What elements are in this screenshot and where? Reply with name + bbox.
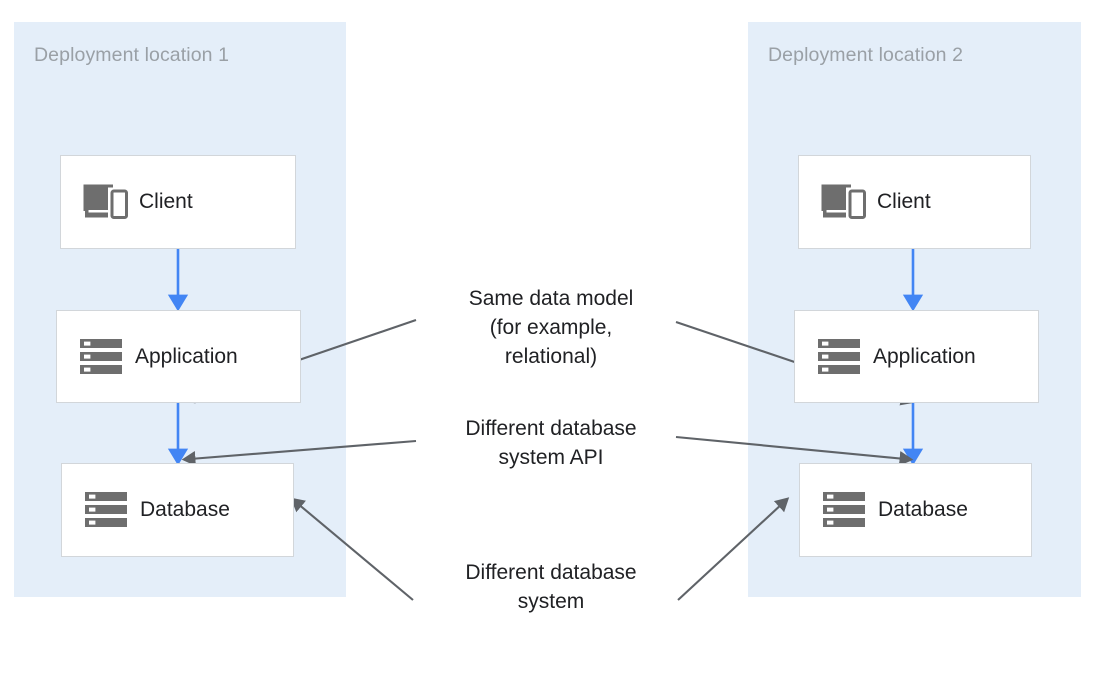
node-client-2-label: Client <box>877 190 931 213</box>
zone-1-title: Deployment location 1 <box>34 44 230 66</box>
leader-db-api-to-db2 <box>675 435 914 467</box>
node-application-1-label: Application <box>135 344 238 368</box>
devices-icon <box>77 183 133 221</box>
node-database-2[interactable]: Database <box>799 463 1032 557</box>
devices-icon <box>815 183 871 221</box>
node-client-1-label: Client <box>139 190 193 213</box>
server-stack-icon <box>816 491 872 529</box>
node-client-2[interactable]: Client <box>798 155 1031 249</box>
node-application-1[interactable]: Application <box>56 310 301 403</box>
server-stack-icon <box>78 491 134 529</box>
node-application-2[interactable]: Application <box>794 310 1039 403</box>
leader-db-system-to-db1 <box>290 497 414 601</box>
node-application-2-label: Application <box>873 344 976 368</box>
annotation-same-data-model: Same data model (for example, relational… <box>468 287 634 368</box>
server-stack-icon <box>811 338 867 376</box>
leader-db-system-to-db2 <box>677 497 790 601</box>
node-client-1[interactable]: Client <box>60 155 296 249</box>
node-database-2-label: Database <box>878 498 968 521</box>
annotation-different-database-system: Different database system <box>465 561 637 613</box>
node-database-1-label: Database <box>140 498 230 521</box>
node-database-1[interactable]: Database <box>61 463 294 557</box>
zone-2-title: Deployment location 2 <box>768 44 964 66</box>
server-stack-icon <box>73 338 129 376</box>
annotation-different-database-system-api: Different database system API <box>465 417 637 469</box>
leader-db-api-to-db1 <box>181 439 417 467</box>
